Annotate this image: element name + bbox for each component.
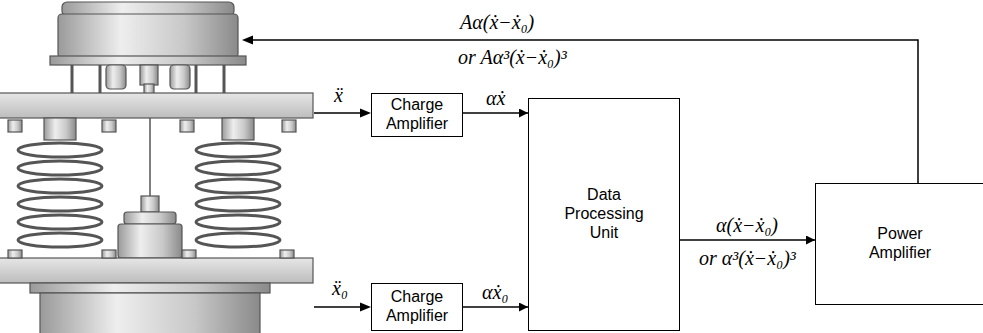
signal-arrow-part [314, 112, 362, 114]
spring-part [18, 233, 102, 247]
exciter-motor-part [50, 56, 246, 65]
spring-mount [8, 118, 296, 140]
signal-label: Aα(ẋ−ẋ₀) [458, 11, 536, 34]
exciter-motor-part [58, 14, 238, 58]
spring-part [18, 215, 102, 229]
signal-label: α(ẋ−ẋ₀) [714, 214, 780, 237]
spring-mount-part [8, 120, 22, 132]
exciter-motor-part [195, 65, 198, 93]
signal-arrow-part [314, 306, 362, 308]
spring-part [18, 143, 102, 157]
spring-mount-part [180, 120, 194, 132]
exciter-motor-part [106, 65, 126, 89]
signal-arrow [314, 109, 371, 312]
signal-arrow-part [360, 109, 371, 118]
bottom-plate-part [0, 258, 313, 283]
box-label: Data Processing Unit [556, 186, 652, 243]
exciter-motor-part [99, 65, 102, 93]
process-box: Data Processing Unit [528, 98, 680, 331]
bottom-plate [0, 250, 313, 283]
exciter-motor [50, 2, 246, 94]
top-plate [0, 93, 313, 118]
spring-part [196, 161, 280, 175]
base-cylinder [30, 283, 270, 333]
bottom-plate-part [102, 250, 116, 258]
box-label: Power Amplifier [850, 225, 950, 263]
exciter-motor-part [170, 65, 190, 89]
process-box: Power Amplifier [815, 183, 983, 305]
load-cell-part [141, 196, 159, 212]
spring-mount-part [102, 120, 116, 132]
exciter-motor-part [223, 65, 226, 93]
signal-label: ẍ₀ [330, 277, 350, 300]
load-cell-part [118, 224, 182, 258]
load-cell [118, 118, 182, 258]
process-box: Charge Amplifier [371, 283, 463, 331]
spring-mount-part [44, 118, 76, 140]
signal-connector [680, 239, 815, 241]
spring-part [196, 179, 280, 193]
box-label: Charge Amplifier [377, 288, 457, 326]
box-label: Charge Amplifier [377, 96, 457, 134]
signal-label: or α³(ẋ−ẋ₀)³ [697, 247, 798, 270]
load-cell-part [149, 118, 151, 198]
exciter-motor-part [71, 65, 74, 93]
bottom-plate-part [8, 250, 22, 258]
base-cylinder-part [40, 293, 260, 333]
feedback-arrow-part [242, 36, 253, 45]
top-plate-part [0, 93, 313, 118]
load-cell-part [124, 212, 176, 224]
bottom-plate-part [182, 250, 196, 258]
signal-connector [463, 306, 528, 308]
signal-label: αẋ₀ [480, 281, 510, 304]
base-cylinder-part [30, 283, 270, 293]
spring-part [196, 215, 280, 229]
spring-part [18, 179, 102, 193]
signal-arrow-part [360, 303, 371, 312]
signal-label: ẍ [332, 84, 345, 107]
spring-part [196, 197, 280, 211]
spring-part [196, 233, 280, 247]
signal-label: or Aα³(ẋ−ẋ₀)³ [456, 46, 569, 69]
spring-mount-part [222, 118, 254, 140]
spring-part [18, 161, 102, 175]
spring-part [18, 197, 102, 211]
signal-connector [463, 112, 528, 114]
process-box: Charge Amplifier [371, 93, 463, 137]
spring-part [196, 143, 280, 157]
bottom-plate-part [280, 250, 294, 258]
signal-label: αẋ [484, 87, 507, 110]
spring-mount-part [282, 120, 296, 132]
exciter-motor-part [140, 65, 158, 85]
